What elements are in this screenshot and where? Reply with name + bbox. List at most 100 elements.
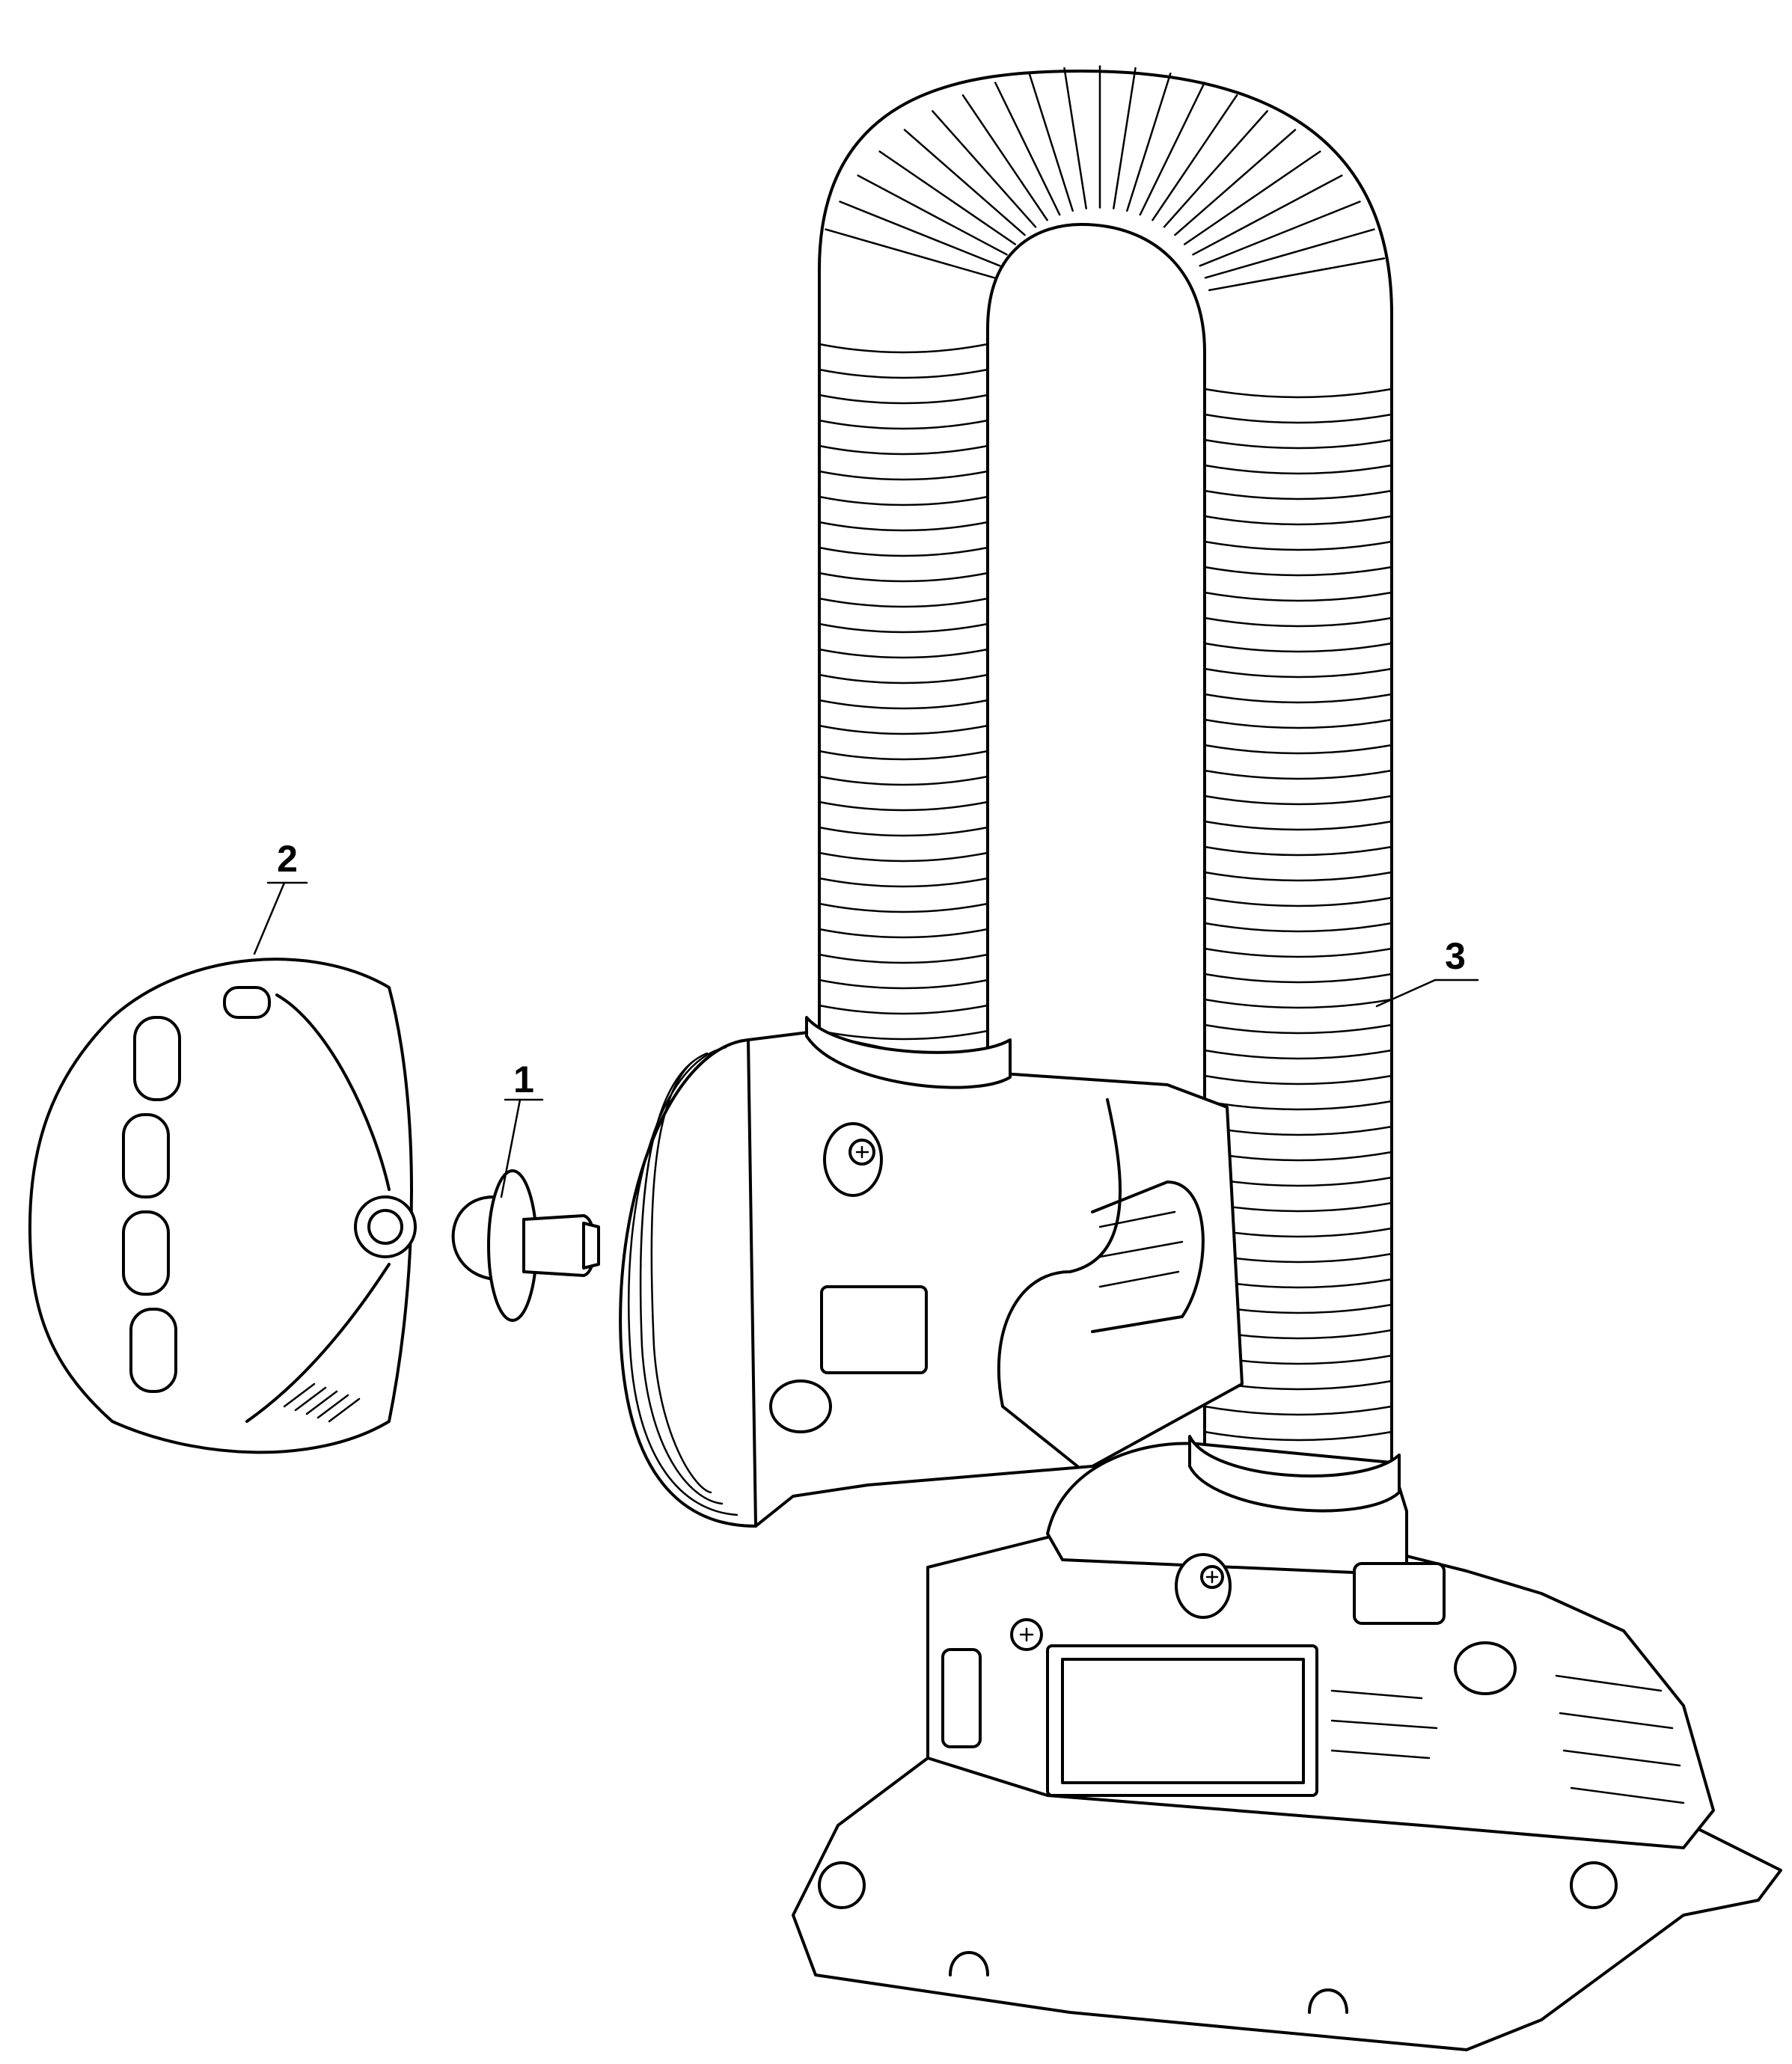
hose-rib	[818, 546, 989, 557]
label-plate-inner	[1061, 1658, 1305, 1784]
screw-head	[823, 1122, 883, 1197]
callout-2: 2	[253, 838, 308, 955]
hose-rib	[1183, 150, 1321, 245]
reflector-cap	[28, 958, 417, 1454]
callout-3: 3	[1375, 935, 1479, 1008]
hose-rib	[1203, 591, 1393, 602]
cap-cone-top	[275, 993, 391, 1191]
hose-rib	[932, 110, 1037, 228]
hose-rib	[818, 928, 989, 939]
callout-leader	[1375, 979, 1437, 1008]
hose-rib	[1113, 67, 1137, 209]
hose-rib	[878, 150, 1017, 245]
base-notch-1	[949, 1951, 989, 1976]
base-foot-hole-right	[1570, 1861, 1618, 1909]
bulb	[451, 1169, 600, 1322]
hose-rib	[818, 673, 989, 685]
hose-rib	[1203, 1405, 1393, 1416]
hose-rib	[1203, 1049, 1393, 1060]
label-plate-head	[820, 1285, 928, 1374]
hose-rib	[961, 94, 1048, 221]
arm-bracket	[1091, 1180, 1205, 1333]
grip-slots	[1330, 1689, 1438, 1760]
hose-rib	[818, 597, 989, 608]
side-switch-panel	[941, 1648, 982, 1748]
callout-leader	[253, 881, 286, 955]
callout-leader	[500, 1098, 522, 1198]
screw-base-top	[1175, 1553, 1232, 1619]
hose-rib	[818, 979, 989, 990]
hose-rib	[818, 419, 989, 430]
hose-rib	[903, 129, 1026, 236]
cap-center-socket	[367, 1209, 403, 1245]
hose-rib	[1203, 388, 1393, 399]
top-handle-slot	[1353, 1562, 1446, 1625]
hose-rib	[1152, 94, 1238, 221]
hose-rib	[1203, 464, 1393, 475]
hose-rib	[1203, 744, 1393, 755]
hose-rib	[1126, 73, 1172, 212]
hose-rib	[818, 1029, 989, 1041]
hose-rib	[1163, 110, 1268, 228]
hose-rib	[1203, 1100, 1393, 1111]
base-notch-2	[1308, 1988, 1348, 2014]
front-ring-outer	[619, 1038, 757, 1528]
hose-rib	[1203, 718, 1393, 729]
hose-rib	[818, 902, 989, 913]
bracket-ribs	[1098, 1210, 1184, 1288]
hose-rib	[1203, 871, 1393, 882]
base-boss-right	[1454, 1641, 1517, 1695]
cap-thread-lines	[283, 1382, 361, 1423]
hose-rib	[1203, 438, 1393, 450]
callout-label: 3	[1445, 935, 1466, 977]
hose-rib	[818, 368, 989, 379]
rear-ribs	[1555, 1674, 1685, 1804]
callout-1: 1	[500, 1059, 544, 1198]
hose-rib	[818, 648, 989, 659]
hose-rib	[818, 800, 989, 812]
hose-rib	[1203, 947, 1393, 958]
hose-rib	[818, 393, 989, 405]
lamp-head-housing	[619, 1016, 1244, 1528]
hose-rib	[818, 1004, 989, 1015]
hose-rib	[818, 572, 989, 583]
hose-rib	[818, 521, 989, 532]
hose-rib	[1203, 1151, 1393, 1162]
hose-rib	[1203, 998, 1393, 1009]
hose-rib	[1203, 540, 1393, 551]
hose-rib	[1203, 922, 1393, 933]
hose-rib	[1203, 693, 1393, 704]
hose-rib	[818, 444, 989, 456]
base-foot-hole-left	[818, 1861, 866, 1909]
front-ring-groove-3	[650, 1061, 712, 1494]
hose-rib	[839, 200, 1001, 267]
hose-rib	[1174, 129, 1297, 236]
hose-rib	[1028, 73, 1074, 212]
hose-rib	[818, 953, 989, 964]
cap-cone-bottom	[245, 1263, 391, 1423]
hose-rib	[818, 775, 989, 786]
hose-outline-inner	[986, 223, 1206, 1468]
side-arm	[997, 1098, 1122, 1468]
hose-rib	[1203, 566, 1393, 577]
hose-rib	[1203, 1074, 1393, 1085]
hose-rib	[1203, 489, 1393, 500]
hose-rib	[1139, 82, 1206, 216]
hose-rib	[1063, 67, 1087, 209]
hose-collar-base	[1188, 1435, 1401, 1513]
hose-rib	[818, 699, 989, 710]
hose-rib	[1203, 413, 1393, 424]
bulb-contact	[582, 1222, 600, 1270]
hose-rib	[1203, 1125, 1393, 1136]
hose-rib	[1203, 896, 1393, 907]
hose-rib	[857, 174, 1008, 256]
cap-outer	[28, 958, 413, 1454]
hose-rib	[1204, 228, 1375, 279]
hose-rib	[1203, 642, 1393, 653]
head-boss-bottom	[769, 1379, 832, 1433]
hose-outline-outer	[818, 70, 1393, 1468]
hose-rib	[1203, 667, 1393, 679]
hose-rib	[818, 877, 989, 888]
hose-rib	[818, 495, 989, 506]
hose-rib	[1199, 200, 1361, 267]
